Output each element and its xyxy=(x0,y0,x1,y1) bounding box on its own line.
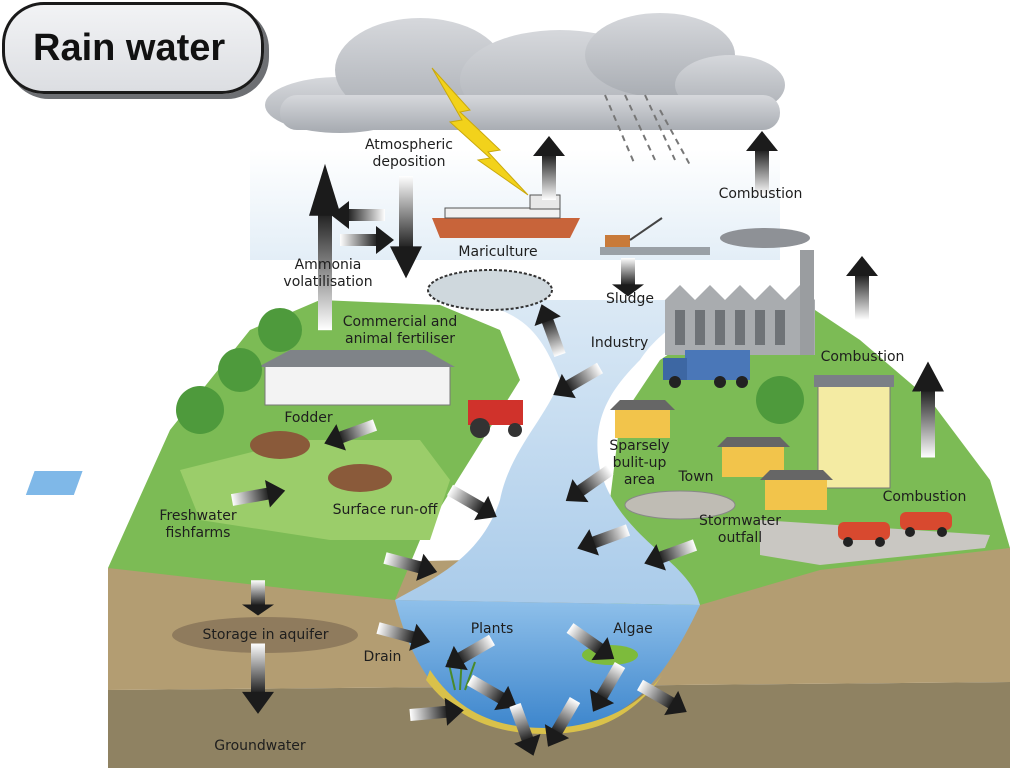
label-stormwater-outfall: Stormwater outfall xyxy=(699,513,781,546)
label-combustion-right: Combustion xyxy=(882,489,967,505)
apartment-building xyxy=(814,375,894,489)
land-block xyxy=(108,300,1010,768)
trees xyxy=(176,308,804,434)
label-sparsely-built-up-area: Sparsely bulit-up area xyxy=(609,438,670,488)
tractor xyxy=(468,400,523,438)
ship xyxy=(432,194,580,238)
mariculture-net xyxy=(427,269,553,311)
truck xyxy=(663,350,750,388)
label-fodder: Fodder xyxy=(284,410,333,426)
right-road xyxy=(760,520,990,565)
lake xyxy=(395,600,700,730)
label-surface-runoff: Surface run-off xyxy=(332,502,438,518)
stormwater-basin xyxy=(624,490,736,520)
cloud xyxy=(265,13,785,133)
lake-sediment xyxy=(426,670,662,734)
factory xyxy=(665,228,815,355)
label-town: Town xyxy=(678,469,714,485)
label-drain: Drain xyxy=(363,649,402,665)
label-plants: Plants xyxy=(470,621,514,637)
sky-background xyxy=(250,150,780,260)
cows xyxy=(250,431,392,492)
rain-streaks xyxy=(604,94,691,166)
label-ammonia-volatilisation: Ammonia volatilisation xyxy=(283,257,373,290)
label-freshwater-fishfarms: Freshwater fishfarms xyxy=(159,508,237,541)
river xyxy=(395,300,760,605)
label-industry: Industry xyxy=(590,335,649,351)
left-field xyxy=(180,440,450,540)
aquifer-storage xyxy=(172,617,358,653)
sludge-dock xyxy=(600,217,710,255)
label-combustion-middle: Combustion xyxy=(820,349,905,365)
houses xyxy=(610,400,833,510)
label-atmospheric-deposition: Atmospheric deposition xyxy=(364,137,454,170)
lightning-bolt xyxy=(431,67,529,196)
label-commercial-fertiliser: Commercial and animal fertiliser xyxy=(342,314,458,347)
label-storage-in-aquifer: Storage in aquifer xyxy=(202,627,329,643)
label-combustion-top: Combustion xyxy=(718,186,803,202)
page-title: Rain water xyxy=(33,26,226,69)
fishfarm-ponds xyxy=(23,469,86,497)
label-algae: Algae xyxy=(613,621,653,637)
label-groundwater: Groundwater xyxy=(214,738,306,754)
cars xyxy=(838,512,952,547)
title-badge: Rain water xyxy=(2,2,264,94)
farmhouse xyxy=(258,350,455,406)
label-sludge: Sludge xyxy=(605,291,655,307)
label-mariculture: Mariculture xyxy=(458,244,538,260)
